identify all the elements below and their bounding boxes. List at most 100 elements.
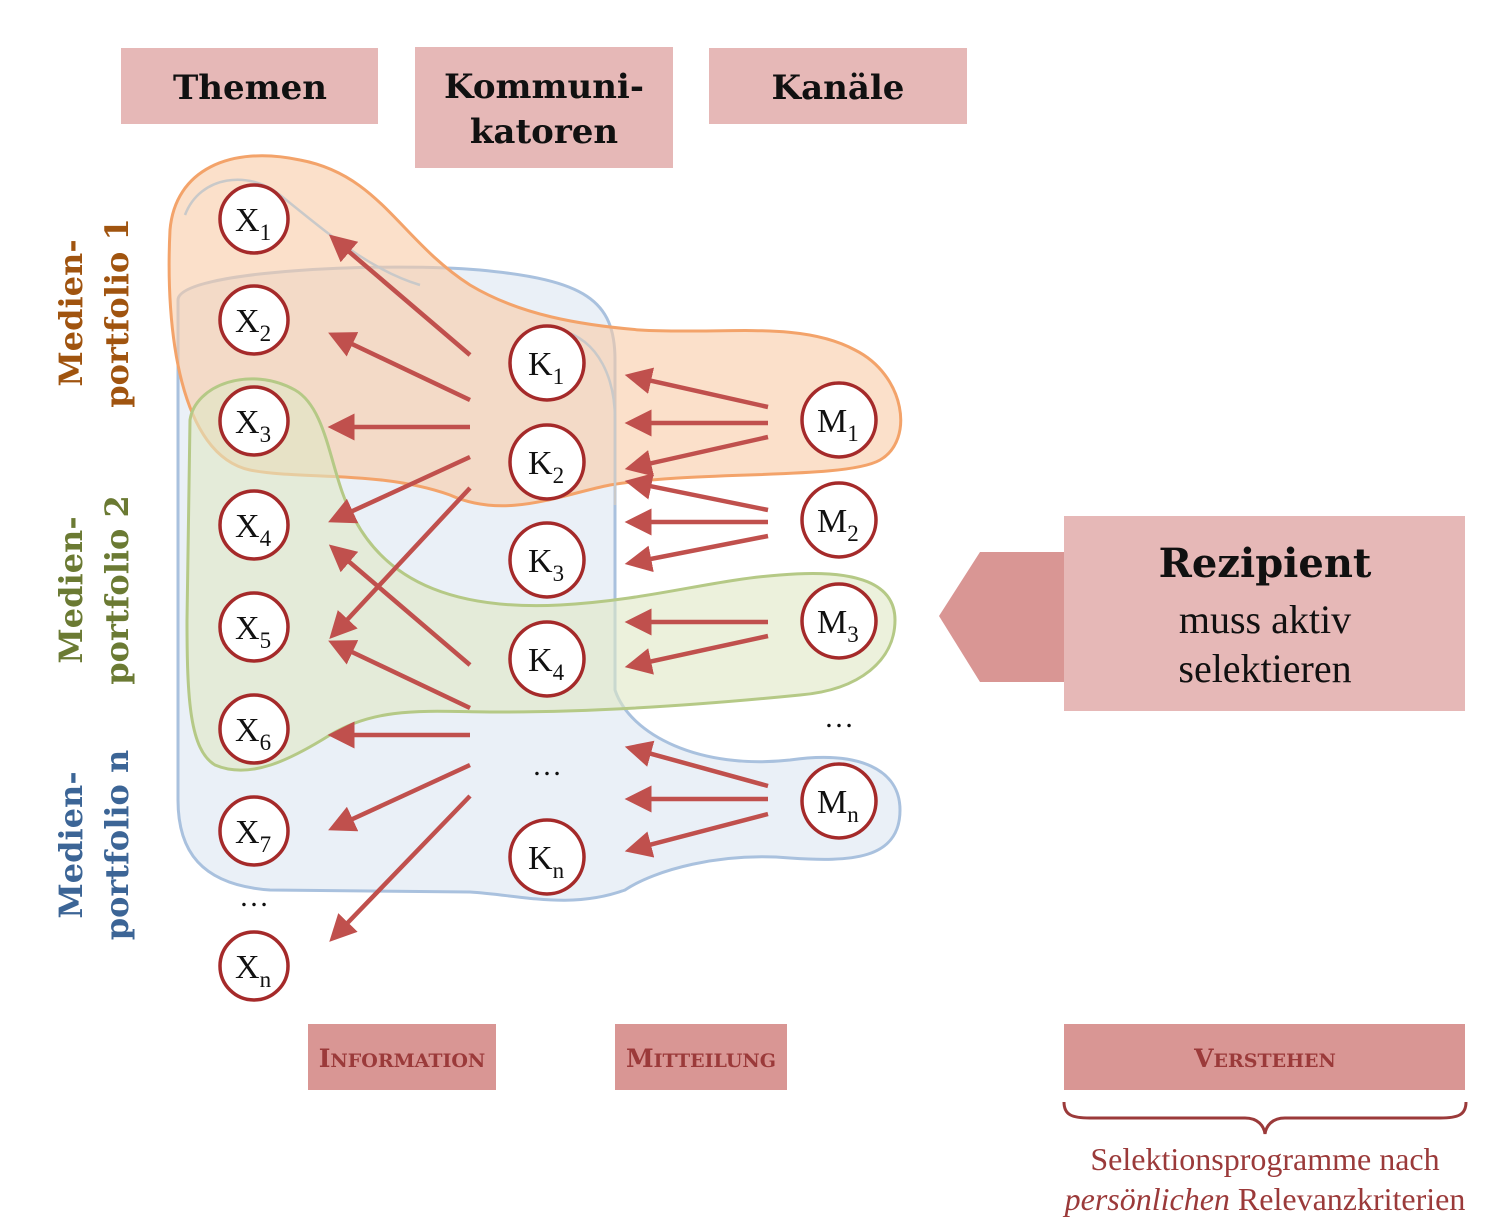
portfolio-2-line2: portfolio 2 (98, 495, 136, 685)
node-mn-base: M (817, 784, 847, 821)
portfolio-label-1: Medien- portfolio 1 (52, 218, 136, 408)
header-kommunikatoren-line1: Kommuni- (444, 67, 644, 107)
svg-text:MITTEILUNG: MITTEILUNG (626, 1044, 776, 1073)
node-x5: X5 (218, 591, 290, 663)
rezipient-line3: selektieren (1178, 646, 1351, 691)
node-kn-sub: n (553, 858, 565, 883)
kanal-nodes: M1 M2 M3 … Mn (800, 381, 878, 840)
arrow-m1-k2b (624, 434, 769, 477)
header-themen-label: Themen (173, 68, 327, 108)
node-x3-sub: 3 (260, 422, 272, 447)
arrow-k-x5a (329, 486, 472, 639)
arrow-k-x2 (328, 332, 471, 403)
arrow-m2-k2 (624, 473, 769, 513)
node-xn-base: X (235, 949, 260, 986)
svg-text:X1: X1 (235, 202, 271, 245)
portfolio-2-line1: Medien- (52, 516, 90, 663)
node-kn: Kn (508, 818, 586, 896)
node-x2: X2 (218, 284, 290, 356)
node-x7: X7 (218, 795, 290, 867)
tag-mitteilung-first: M (626, 1044, 654, 1073)
tag-verstehen-first: V (1193, 1044, 1214, 1073)
portfolio-label-2: Medien- portfolio 2 (52, 495, 136, 685)
svg-text:M3: M3 (817, 604, 859, 647)
arrow-m2-k3b (624, 533, 769, 573)
arrow-k-x5b (328, 640, 471, 711)
arrow-mn-c (624, 811, 769, 858)
tag-information: INFORMATION (308, 1024, 496, 1090)
arrow-k-x4b (328, 544, 472, 667)
node-x2-base: X (235, 303, 260, 340)
portfolio-n-line2: portfolio n (98, 750, 136, 941)
header-kommunikatoren-line2: katoren (470, 112, 618, 152)
svg-text:Xn: Xn (235, 949, 272, 992)
portfolio-n-line1: Medien- (52, 771, 90, 918)
rezipient-pointer (939, 552, 1064, 682)
node-mn: Mn (800, 762, 878, 840)
node-k3-base: K (528, 543, 553, 580)
portfolio-label-n: Medien- portfolio n (52, 750, 136, 941)
node-k3: K3 (508, 521, 586, 599)
node-x3-base: X (235, 404, 260, 441)
portfolio-1-line1: Medien- (52, 239, 90, 386)
node-k3-sub: 3 (553, 561, 565, 586)
node-x6: X6 (218, 693, 290, 765)
node-x1-base: X (235, 202, 260, 239)
node-k1-base: K (528, 346, 553, 383)
note-line2-rest: Relevanzkriterien (1230, 1181, 1465, 1217)
node-m1: M1 (800, 381, 878, 459)
themen-ellipsis: … (239, 880, 269, 913)
svg-text:K1: K1 (528, 346, 564, 389)
node-x4-sub: 4 (260, 526, 272, 551)
kanal-ellipsis: … (824, 701, 854, 734)
tag-verstehen-rest: ERSTEHEN (1213, 1050, 1335, 1072)
node-k4: K4 (508, 620, 586, 698)
selection-brace (1062, 1101, 1468, 1135)
node-x6-sub: 6 (260, 730, 272, 755)
header-kommunikatoren: Kommuni- katoren (415, 47, 673, 168)
node-mn-sub: n (847, 802, 859, 827)
arrow-m1-k1 (624, 367, 769, 410)
svg-text:INFORMATION: INFORMATION (319, 1044, 486, 1073)
arrow-k-x7 (328, 762, 471, 832)
node-x5-base: X (235, 610, 260, 647)
arrow-k-xn (329, 794, 472, 942)
svg-text:X3: X3 (235, 404, 271, 447)
node-k4-base: K (528, 642, 553, 679)
node-k4-sub: 4 (553, 660, 565, 685)
themen-nodes: X1 X2 X3 X4 X5 X6 X7 … Xn (218, 183, 290, 1002)
svg-text:K4: K4 (528, 642, 565, 685)
node-m2-sub: 2 (847, 521, 859, 546)
arrow-k-x4 (328, 454, 471, 524)
node-k1: K1 (508, 324, 586, 402)
node-kn-base: K (528, 840, 553, 877)
node-xn: Xn (218, 930, 290, 1002)
svg-text:Kn: Kn (528, 840, 565, 883)
svg-text:K2: K2 (528, 445, 564, 488)
portfolio-1-line2: portfolio 1 (98, 218, 136, 408)
arrow-m3-k4b (624, 633, 769, 675)
node-x7-base: X (235, 814, 260, 851)
node-m2: M2 (800, 481, 878, 559)
node-x1-sub: 1 (260, 220, 272, 245)
node-x5-sub: 5 (260, 628, 272, 653)
node-m2-base: M (817, 503, 847, 540)
node-k2-sub: 2 (553, 463, 565, 488)
node-x6-base: X (235, 712, 260, 749)
node-k1-sub: 1 (553, 364, 565, 389)
node-k2-base: K (528, 445, 553, 482)
header-kanaele: Kanäle (709, 48, 967, 124)
svg-text:K3: K3 (528, 543, 564, 586)
node-k2: K2 (508, 423, 586, 501)
svg-text:X7: X7 (235, 814, 271, 857)
svg-text:X5: X5 (235, 610, 271, 653)
arrow-mn-a (624, 740, 769, 789)
tag-mitteilung-rest: ITTEILUNG (654, 1050, 776, 1072)
node-m3: M3 (800, 582, 878, 660)
arrows-mitteilung (624, 367, 769, 858)
rezipient-callout: Rezipient muss aktiv selektieren (939, 516, 1465, 711)
arrows-information (327, 234, 472, 942)
node-m1-base: M (817, 403, 847, 440)
tag-mitteilung: MITTEILUNG (615, 1024, 787, 1090)
